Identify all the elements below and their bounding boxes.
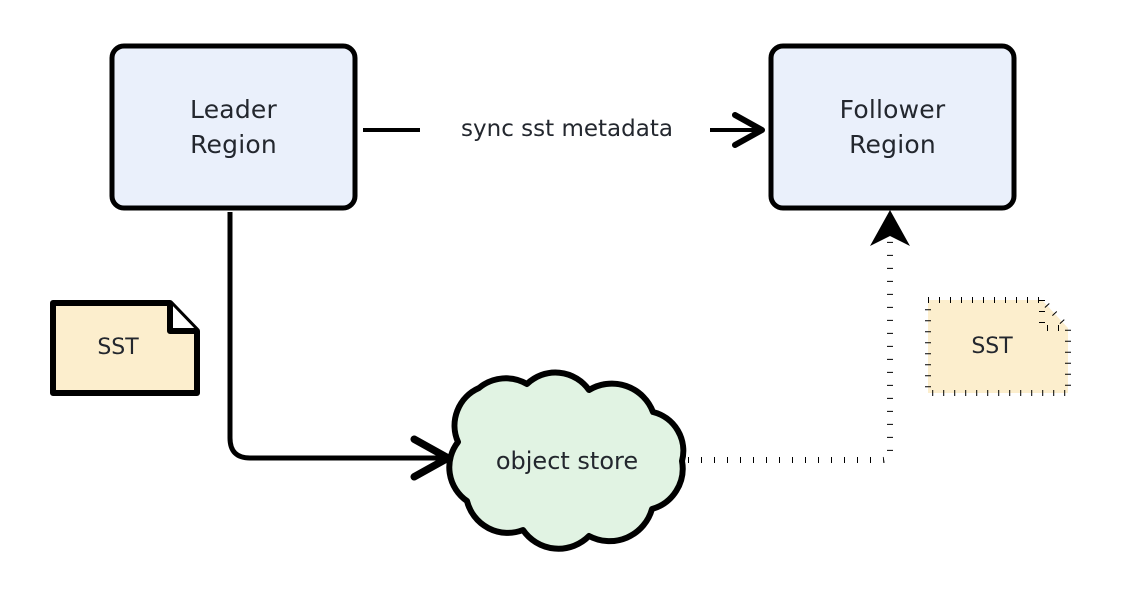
- edge-object-store-to-follower: [688, 210, 910, 463]
- node-object-store[interactable]: [446, 369, 687, 552]
- node-leader-region[interactable]: [109, 43, 358, 211]
- edge-leader-to-object-store: [227, 212, 452, 481]
- node-sst-follower[interactable]: [925, 297, 1071, 396]
- node-follower-region[interactable]: [768, 43, 1017, 211]
- sst-leader-fold-icon: [167, 303, 197, 334]
- node-sst-leader[interactable]: [50, 300, 200, 396]
